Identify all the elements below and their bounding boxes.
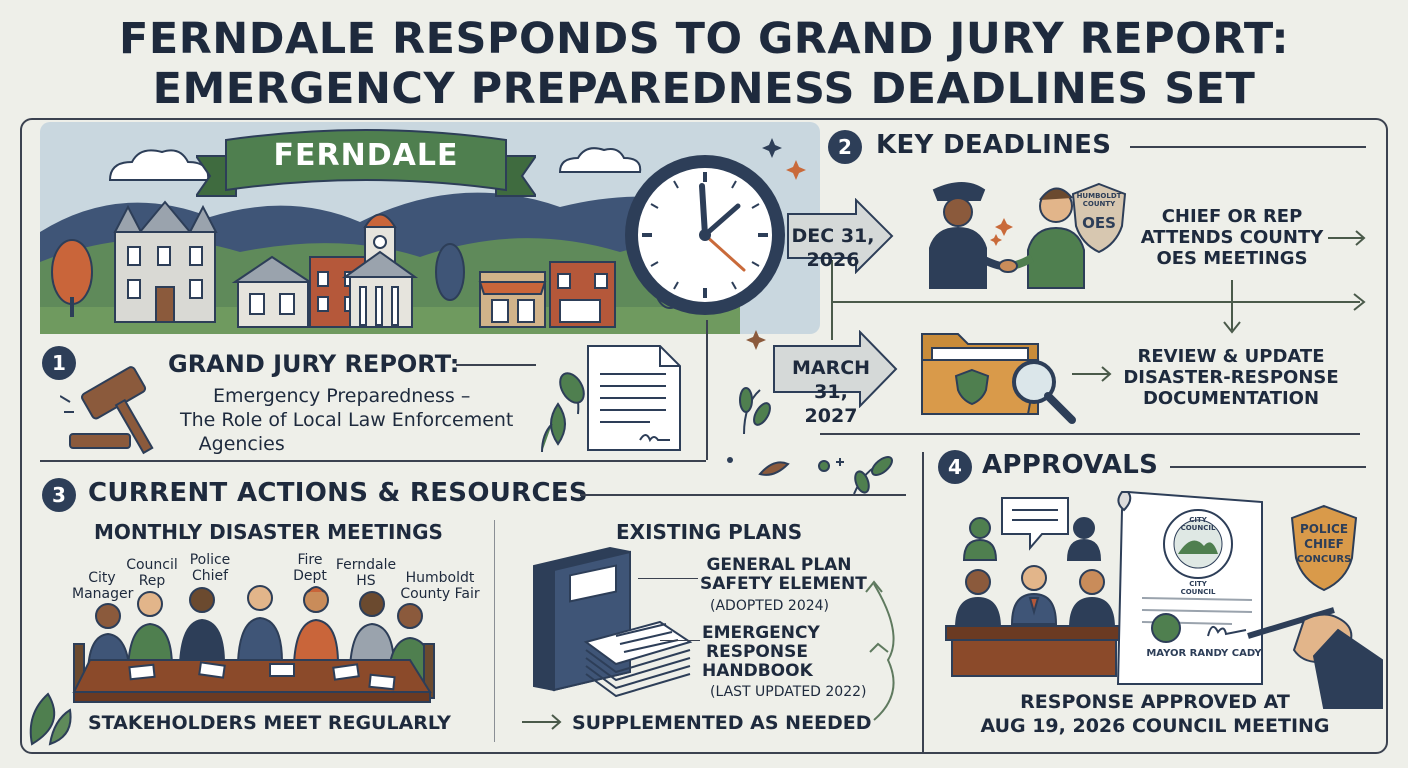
meetings-heading: MONTHLY DISASTER MEETINGS <box>94 520 443 544</box>
stakeholder-label: Council Rep <box>126 557 178 589</box>
section-1-number: 1 <box>42 346 76 380</box>
deadline-1-date-line-2: 2026 <box>806 249 860 271</box>
leaf-icon <box>29 692 72 746</box>
section-2-number: 2 <box>828 130 862 164</box>
deadline-2-date-line-1: MARCH 31, <box>791 357 871 403</box>
deadline-1-date-line-1: DEC 31, <box>791 225 875 247</box>
divider-vertical-3 <box>922 452 924 752</box>
arrow-right-icon <box>522 714 562 730</box>
deadline-2-task-line-3: DOCUMENTATION <box>1142 388 1320 409</box>
deadline-2-task: REVIEW & UPDATE DISASTER-RESPONSE DOCUME… <box>1118 346 1344 409</box>
gavel-icon <box>60 366 154 455</box>
sparkle-icon <box>762 138 806 180</box>
deadline-2-task-line-1: REVIEW & UPDATE <box>1137 346 1325 367</box>
title-line-1: FERNDALE RESPONDS TO GRAND JURY REPORT: <box>118 14 1290 64</box>
resolution-scroll <box>1116 490 1263 685</box>
stakeholder-label: Fire Dept <box>293 552 327 584</box>
oes-badge-icon <box>1071 182 1127 254</box>
infographic-frame <box>20 118 1388 754</box>
town-banner-label: FERNDALE <box>273 138 459 173</box>
police-handshake-illustration <box>929 182 1085 289</box>
plan-2-note: (LAST UPDATED 2022) <box>710 684 867 700</box>
section-1-heading: GRAND JURY REPORT: <box>168 350 460 378</box>
oes-badge-main: OES <box>1082 214 1116 232</box>
stakeholder-label: City Manager <box>72 570 134 602</box>
signer-name: MAYOR RANDY CADY <box>1146 648 1262 659</box>
approval-footer: RESPONSE APPROVED AT AUG 19, 2026 COUNCI… <box>980 691 1330 737</box>
deadline-1-date: DEC 31, 2026 <box>788 224 878 272</box>
deadline-1-task-line-3: OES MEETINGS <box>1156 248 1308 269</box>
section-3-heading: CURRENT ACTIONS & RESOURCES <box>88 478 588 508</box>
stakeholder-label: Humboldt County Fair <box>400 570 480 602</box>
section-3-rule <box>580 494 906 496</box>
deadline-2-arrow <box>773 330 898 408</box>
folder-search-icon <box>921 333 1076 424</box>
badge-text: POLICE CHIEF CONCURS <box>1296 522 1352 565</box>
seal-bottom-text: CITY COUNCIL <box>1180 580 1216 596</box>
report-document-icon <box>541 345 681 453</box>
leaf-sprig-icon <box>739 330 771 435</box>
plans-footer: SUPPLEMENTED AS NEEDED <box>572 712 872 734</box>
timeline-connector <box>820 260 1366 435</box>
cycle-arrow-icon <box>865 580 895 721</box>
page-title: FERNDALE RESPONDS TO GRAND JURY REPORT: … <box>0 14 1408 114</box>
section-1-rule <box>456 364 536 366</box>
stakeholder-label: Police Chief <box>189 552 231 584</box>
plan-2-title: EMERGENCY RESPONSE HANDBOOK <box>702 623 820 681</box>
oes-badge-top: HUMBOLDT COUNTY <box>1076 192 1122 208</box>
deadline-2-task-line-2: DISASTER-RESPONSE <box>1123 367 1339 388</box>
divider-vertical-2 <box>494 520 495 742</box>
plan-1-title: GENERAL PLAN SAFETY ELEMENT <box>700 555 867 594</box>
deadline-1-task: CHIEF OR REP ATTENDS COUNTY OES MEETINGS <box>1132 206 1332 269</box>
plan-1-note: (ADOPTED 2024) <box>710 598 829 614</box>
police-chief-badge <box>1290 504 1358 592</box>
meetings-footer: STAKEHOLDERS MEET REGULARLY <box>88 712 451 734</box>
divider-horizontal-1 <box>40 460 706 462</box>
report-subtitle-line-2: The Role of Local Law Enforcement <box>180 409 514 431</box>
deadline-1-arrow <box>787 198 894 274</box>
arrow-right-icon <box>1072 366 1112 382</box>
report-subtitle: Emergency Preparedness – The Role of Loc… <box>170 384 513 456</box>
section-4-number: 4 <box>938 450 972 484</box>
pen-hand-icon <box>1247 607 1383 709</box>
seal-top-text: CITY COUNCIL <box>1180 516 1216 532</box>
decorative-leaves <box>727 456 893 495</box>
deadline-2-date: MARCH 31, 2027 <box>774 356 888 428</box>
divider-vertical-1 <box>706 320 708 460</box>
council-meeting-illustration <box>945 497 1123 677</box>
section-4-rule <box>1170 466 1366 468</box>
section-3-number: 3 <box>42 478 76 512</box>
binder-documents-icon <box>533 546 693 698</box>
meeting-table-illustration <box>72 585 435 703</box>
section-4-heading: APPROVALS <box>982 450 1159 480</box>
plan-2-leader <box>660 640 700 641</box>
section-2-heading: KEY DEADLINES <box>876 130 1112 160</box>
deadline-2-date-line-2: 2027 <box>804 405 858 427</box>
deadline-1-task-line-1: CHIEF OR REP <box>1161 206 1303 227</box>
deadline-1-task-line-2: ATTENDS COUNTY <box>1140 227 1324 248</box>
report-subtitle-line-1: Emergency Preparedness – <box>213 385 471 407</box>
plan-1-leader <box>638 578 698 579</box>
plans-heading: EXISTING PLANS <box>616 520 803 544</box>
title-line-2: EMERGENCY PREPAREDNESS DEADLINES SET <box>152 64 1256 114</box>
report-subtitle-line-3: Agencies <box>198 433 285 455</box>
arrow-right-icon <box>1328 230 1366 246</box>
town-banner <box>196 129 536 197</box>
stakeholder-label: Ferndale HS <box>335 557 397 589</box>
clock-icon <box>625 155 785 315</box>
section-2-rule <box>1130 146 1366 148</box>
